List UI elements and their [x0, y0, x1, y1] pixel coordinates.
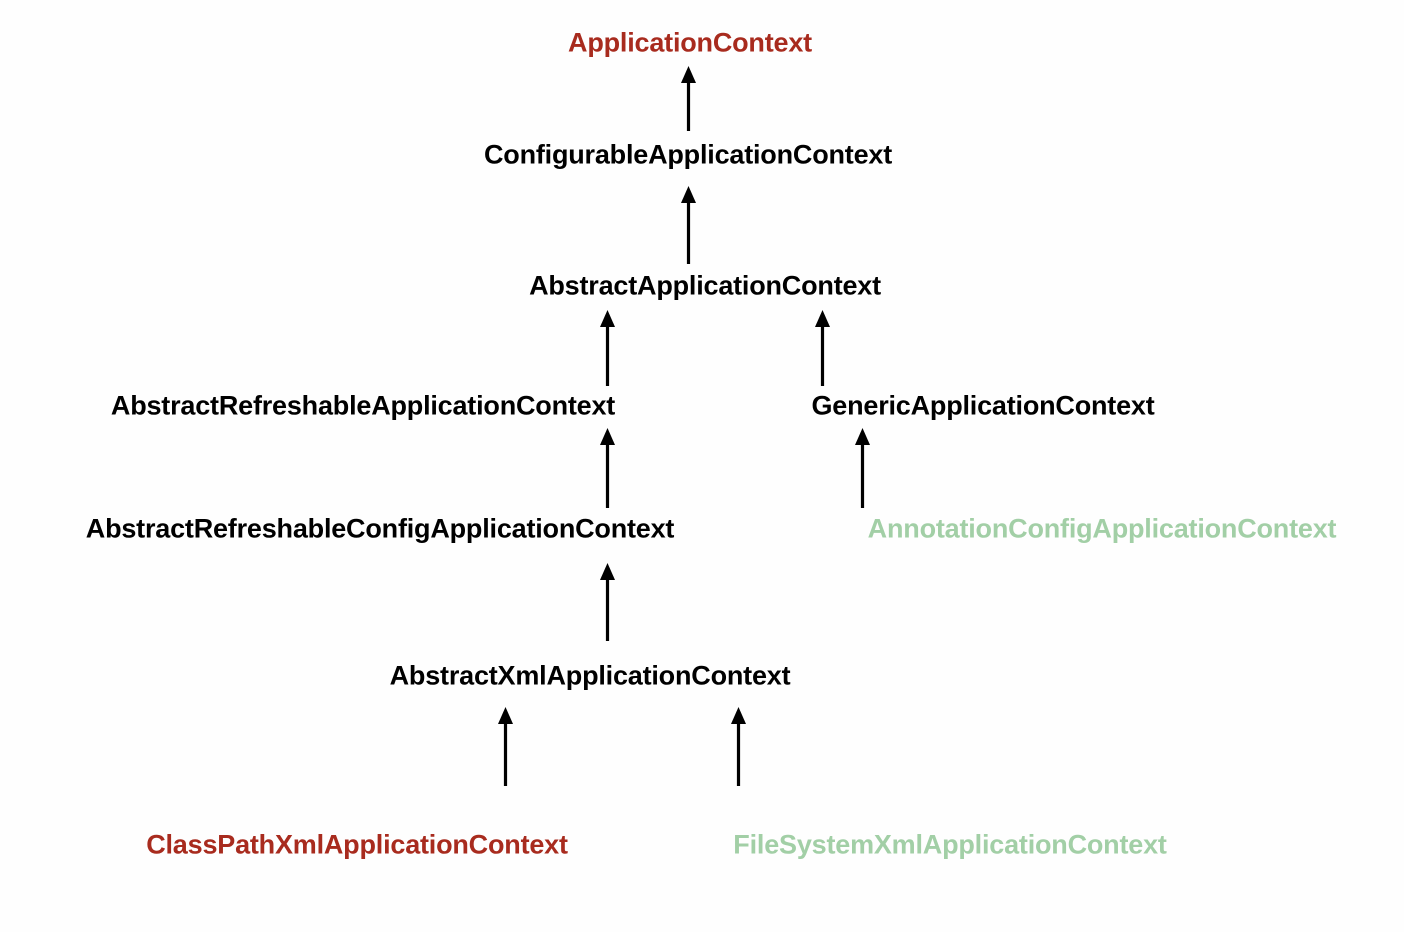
inheritance-arrow [680, 186, 696, 264]
class-node-file-system-xml-application-context: FileSystemXmlApplicationContext [733, 829, 1167, 860]
inheritance-arrow [680, 66, 696, 131]
class-node-abstract-xml-application-context: AbstractXmlApplicationContext [389, 660, 791, 691]
class-node-abstract-refreshable-application-context: AbstractRefreshableApplicationContext [110, 390, 616, 421]
class-node-class-path-xml-application-context: ClassPathXmlApplicationContext [146, 829, 568, 860]
class-node-annotation-config-application-context: AnnotationConfigApplicationContext [867, 513, 1337, 544]
class-node-configurable-application-context: ConfigurableApplicationContext [484, 139, 892, 170]
class-node-abstract-application-context: AbstractApplicationContext [529, 270, 881, 301]
inheritance-arrow [599, 428, 615, 508]
inheritance-arrow [497, 707, 513, 786]
inheritance-arrow [730, 707, 746, 786]
inheritance-arrow [599, 310, 615, 386]
inheritance-arrow [814, 310, 830, 386]
class-node-generic-application-context: GenericApplicationContext [811, 390, 1155, 421]
class-node-application-context: ApplicationContext [568, 27, 812, 58]
class-node-abstract-refreshable-config-application-context: AbstractRefreshableConfigApplicationCont… [85, 513, 675, 544]
inheritance-arrow [599, 563, 615, 641]
inheritance-arrow [854, 428, 870, 508]
